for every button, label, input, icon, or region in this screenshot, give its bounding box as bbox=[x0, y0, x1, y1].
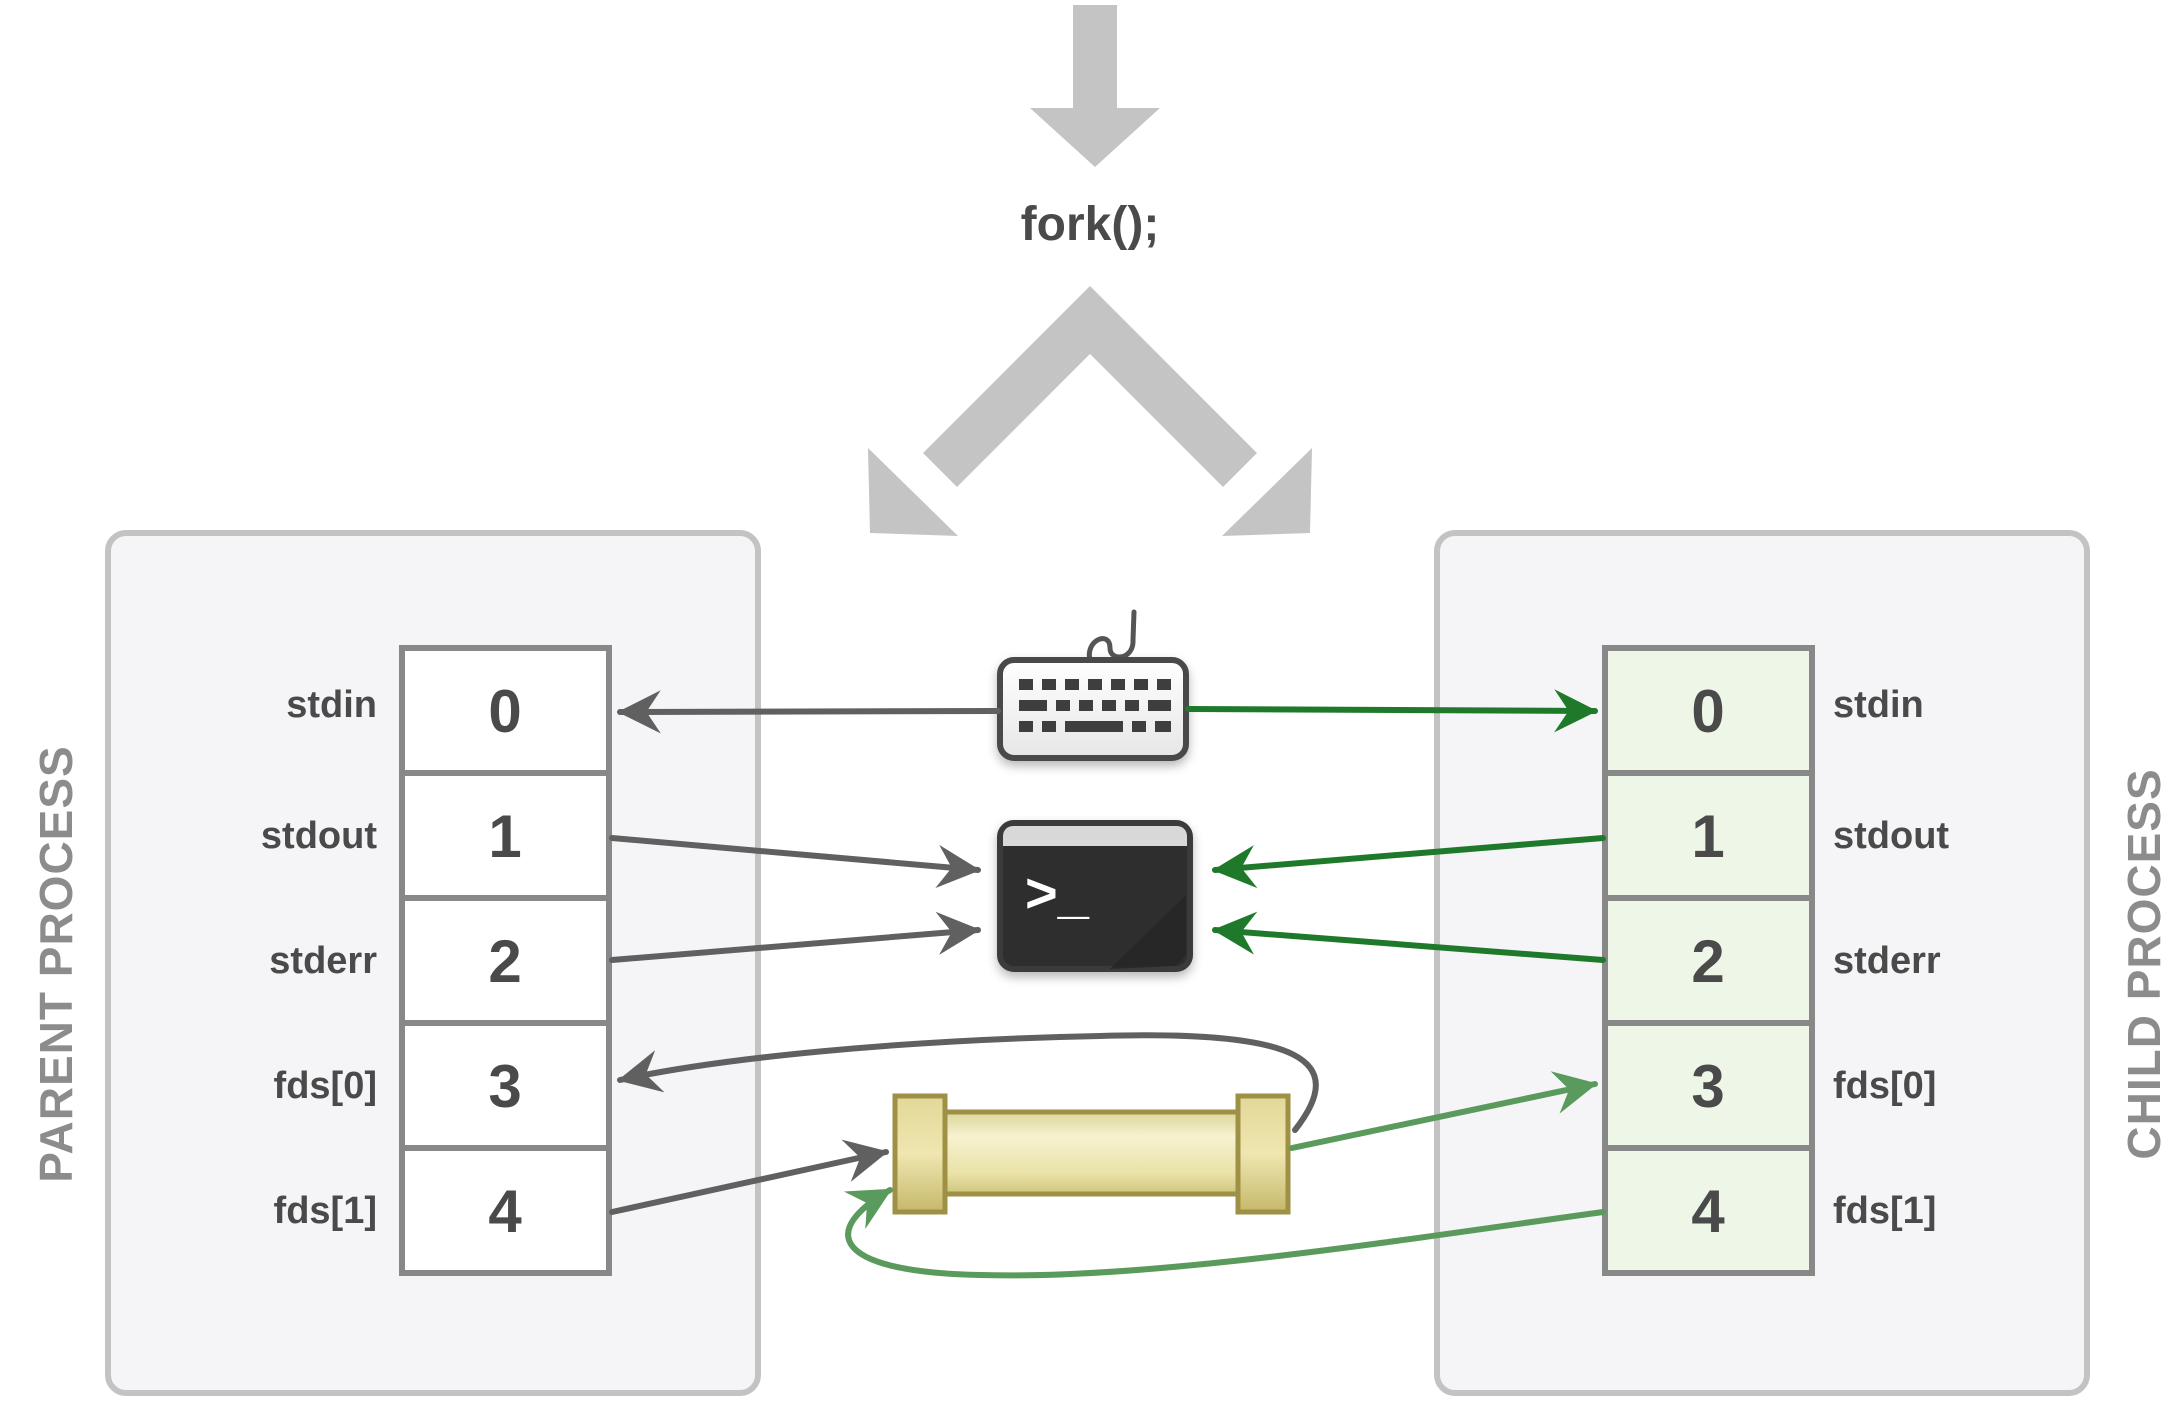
child-fd-number: 4 bbox=[1691, 1178, 1725, 1245]
fork-call-label: fork(); bbox=[1021, 198, 1160, 251]
parent-fd-table: 0 1 2 3 4 stdin stdout stderr fds[0] fds… bbox=[261, 645, 612, 1276]
parent-stderr-to-terminal-arrow bbox=[609, 911, 981, 963]
parent-fd-label: stderr bbox=[269, 940, 377, 982]
child-process-title: CHILD PROCESS bbox=[2118, 768, 2170, 1159]
child-fd-number: 0 bbox=[1691, 678, 1724, 745]
child-fd-cell-4 bbox=[1602, 1145, 1815, 1276]
keyboard-icon bbox=[997, 609, 1189, 761]
pipe-to-parent-fds0-arrow bbox=[617, 1032, 1319, 1133]
pipe-icon bbox=[892, 1093, 1291, 1215]
child-fd-cell-2 bbox=[1602, 895, 1815, 1026]
fork-split-arrows bbox=[868, 286, 1312, 536]
fork-down-arrow bbox=[1030, 5, 1160, 167]
terminal-prompt: >_ bbox=[1025, 861, 1090, 924]
parent-fd-number: 1 bbox=[488, 803, 521, 870]
child-fd-label: stderr bbox=[1833, 940, 1941, 982]
parent-fd-cell-4 bbox=[399, 1145, 612, 1276]
parent-stdout-to-terminal-arrow bbox=[609, 835, 981, 888]
parent-fd-label: stdin bbox=[286, 684, 377, 726]
keyboard-to-child-stdin-arrow bbox=[1185, 689, 1598, 733]
parent-fd-cell-1 bbox=[399, 770, 612, 901]
child-fd-cell-3 bbox=[1602, 1020, 1815, 1151]
parent-connections bbox=[609, 690, 1319, 1215]
child-fd-cell-1 bbox=[1602, 770, 1815, 901]
pipe-to-child-fds0-arrow bbox=[1289, 1071, 1598, 1151]
parent-fd-label: fds[0] bbox=[274, 1065, 377, 1107]
parent-fd-number: 2 bbox=[488, 928, 521, 995]
terminal-icon: >_ bbox=[997, 820, 1193, 972]
parent-process-title: PARENT PROCESS bbox=[30, 745, 82, 1182]
parent-fd-label: stdout bbox=[261, 815, 377, 857]
parent-fd-number: 3 bbox=[488, 1053, 521, 1120]
child-fd-number: 1 bbox=[1691, 803, 1724, 870]
child-fd-label: stdin bbox=[1833, 684, 1924, 726]
child-fd-label: stdout bbox=[1833, 815, 1949, 857]
child-fd-cell-0 bbox=[1602, 645, 1815, 776]
parent-fd-label: fds[1] bbox=[274, 1190, 377, 1232]
child-stderr-to-terminal-arrow bbox=[1212, 911, 1606, 963]
child-stdout-to-terminal-arrow bbox=[1212, 835, 1606, 889]
keyboard-to-parent-stdin-arrow bbox=[617, 690, 1001, 734]
child-connections bbox=[843, 689, 1606, 1279]
child-fd-table: 0 1 2 3 4 stdin stdout stderr fds[0] fds… bbox=[1602, 645, 1949, 1276]
child-fds1-to-pipe-arrow bbox=[843, 1187, 1606, 1279]
child-fd-label: fds[0] bbox=[1833, 1065, 1936, 1107]
child-fd-number: 2 bbox=[1691, 928, 1724, 995]
parent-fd-number: 0 bbox=[488, 678, 521, 745]
parent-fds1-to-pipe-arrow bbox=[609, 1139, 889, 1215]
parent-fd-cell-3 bbox=[399, 1020, 612, 1151]
child-fd-label: fds[1] bbox=[1833, 1190, 1936, 1232]
child-fd-number: 3 bbox=[1691, 1053, 1724, 1120]
parent-fd-number: 4 bbox=[488, 1178, 522, 1245]
